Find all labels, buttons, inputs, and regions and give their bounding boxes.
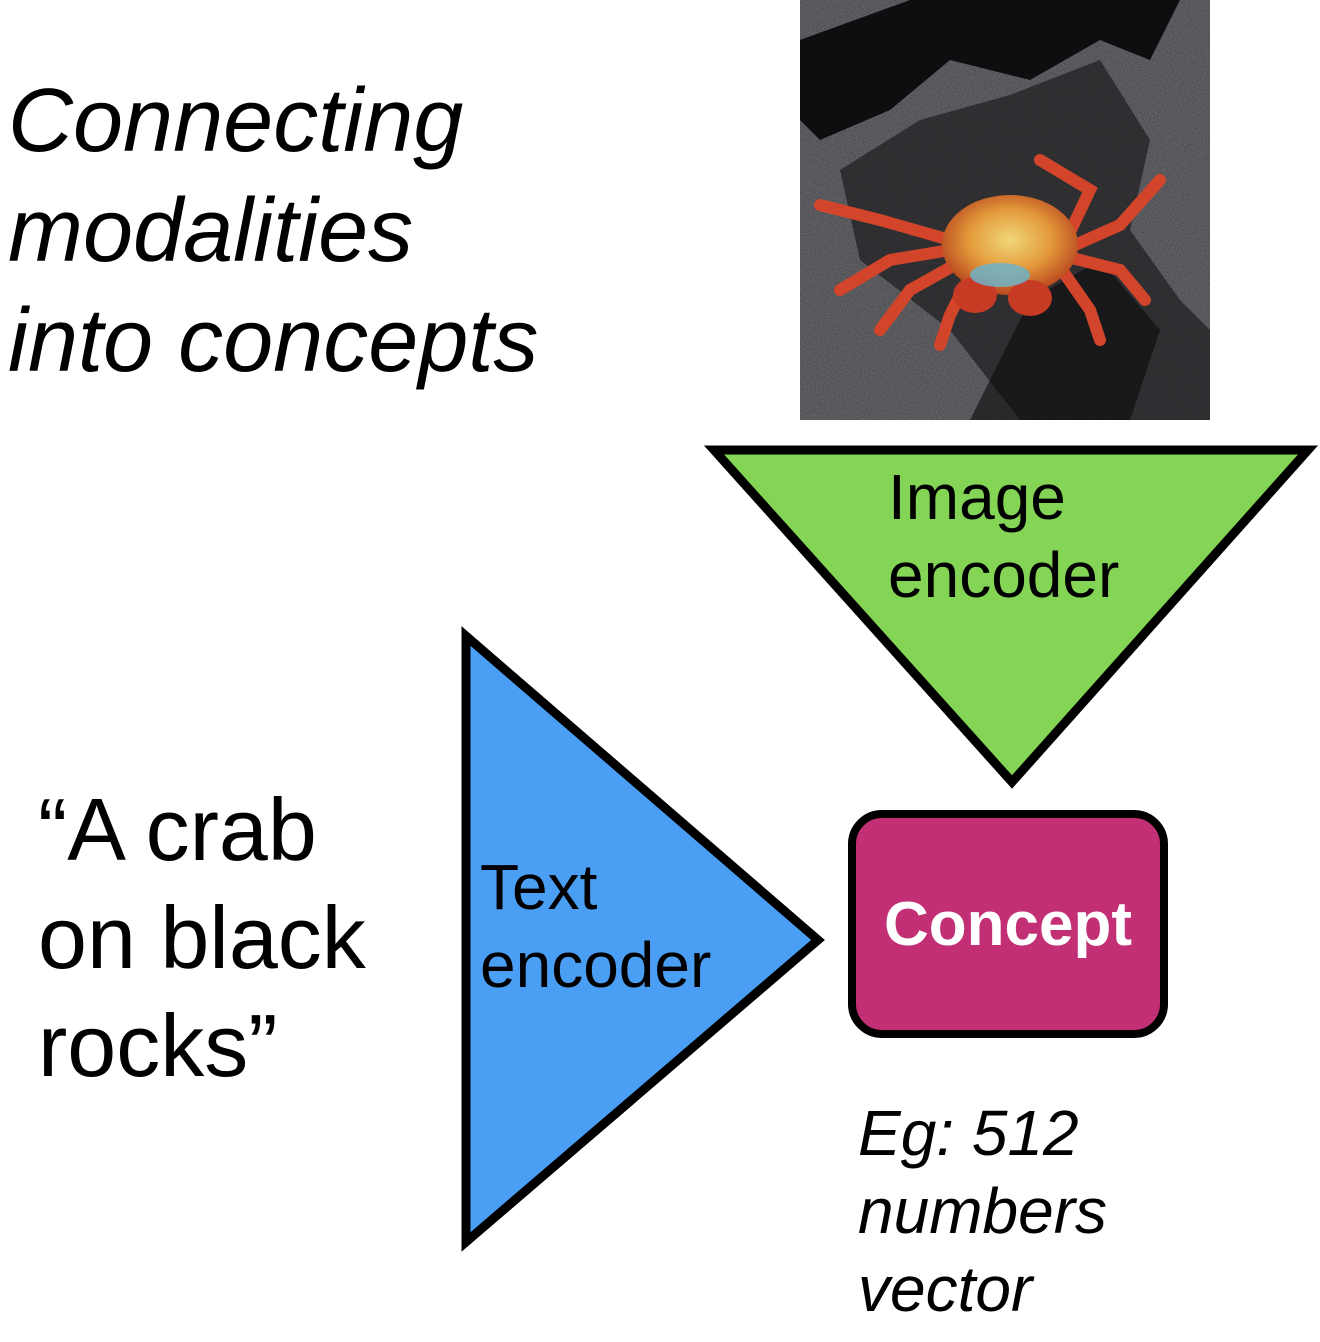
concept-label: Concept: [884, 889, 1132, 959]
image-encoder-label: Image encoder: [888, 458, 1119, 614]
title-line: Connecting: [8, 71, 464, 171]
text-encoder-label-line: Text: [480, 851, 598, 923]
text-encoder-label-line: encoder: [480, 929, 712, 1001]
caption-line: “A crab: [38, 780, 317, 879]
concept-box: Concept: [848, 810, 1168, 1038]
note-line: numbers: [858, 1175, 1107, 1247]
title-line: modalities: [8, 181, 414, 281]
text-encoder-triangle: [461, 626, 825, 1252]
image-encoder-label-line: encoder: [888, 539, 1120, 611]
caption-line: on black: [38, 888, 366, 987]
note-line: vector: [858, 1253, 1033, 1325]
image-encoder-triangle: [703, 445, 1319, 789]
caption-line: rocks”: [38, 996, 278, 1095]
vector-note: Eg: 512 numbers vector: [858, 1094, 1107, 1328]
slide-title: Connecting modalities into concepts: [8, 66, 538, 396]
note-line: Eg: 512: [858, 1097, 1079, 1169]
text-caption: “A crab on black rocks”: [38, 776, 366, 1100]
text-encoder-label: Text encoder: [480, 848, 711, 1004]
crab-photo: [800, 0, 1210, 420]
image-encoder-label-line: Image: [888, 461, 1066, 533]
title-line: into concepts: [8, 291, 539, 391]
